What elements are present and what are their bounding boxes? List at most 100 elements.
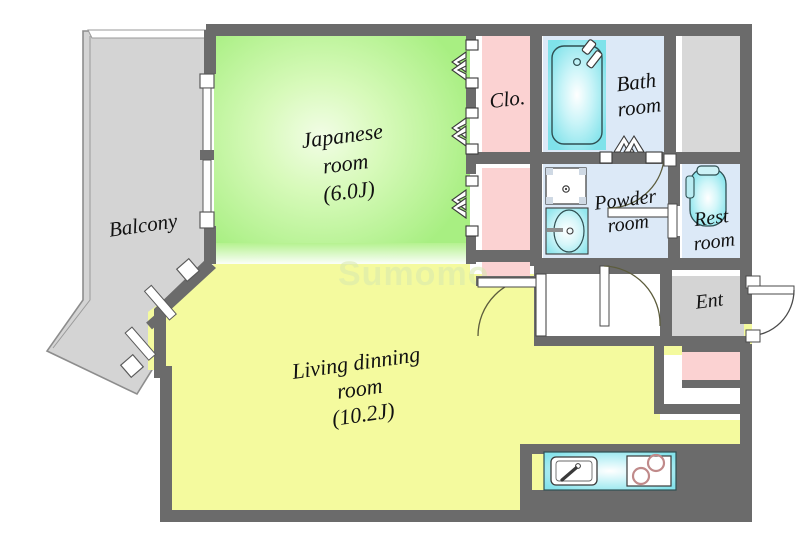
shoe-closet	[682, 352, 744, 382]
bath-fold-jamb-a	[599, 151, 613, 164]
wall-jp-right-b	[466, 86, 476, 108]
angled-door-jamb-top	[175, 257, 201, 283]
bath-fold-leaf-b	[623, 134, 645, 153]
rest-room-swing-door[interactable]	[667, 203, 678, 239]
hall-door-arc	[603, 265, 661, 327]
balcony-sliding-door-upper[interactable]	[199, 73, 215, 229]
hall-door-leaf	[599, 265, 610, 327]
wall-closet-right-lower	[530, 160, 542, 266]
living-room-swing-door[interactable]	[477, 273, 547, 337]
wall-corridor-bottom	[654, 404, 750, 414]
bath-room-folding-door[interactable]	[599, 134, 663, 164]
fold-bot-leaf-b	[451, 196, 467, 220]
wall-kitchen-top	[520, 444, 750, 454]
japanese-room-floor	[214, 32, 470, 264]
wm-dial	[562, 185, 570, 193]
fold-mid-jamb	[465, 107, 479, 119]
angled-door-jamb-bottom	[119, 353, 145, 379]
wm-corner-tr	[579, 168, 586, 175]
kitchen-faucet	[560, 466, 578, 482]
wall-angled-living	[154, 259, 216, 378]
rest-door-leaf	[667, 203, 678, 239]
entrance-floor	[668, 276, 744, 344]
fold-top-leaf-b	[451, 58, 467, 82]
fold-bot-jamb	[465, 175, 479, 187]
fold-mid-leaf-b	[451, 124, 467, 148]
wall-closet-divider	[476, 152, 536, 164]
wall-right-upper	[740, 24, 752, 324]
wall-jp-left-bottom	[204, 226, 216, 264]
angled-panel-b	[124, 326, 157, 361]
entrance-swing-door[interactable]	[745, 275, 795, 343]
room-japanese	[214, 32, 470, 264]
label-bath-room-line1: Bath	[615, 68, 657, 97]
sliding-panel-a	[202, 87, 212, 153]
wall-closet-right	[530, 30, 542, 160]
label-closet: Clo.	[488, 85, 526, 113]
wall-jp-right-c	[466, 152, 476, 174]
label-entrance: Ent	[693, 288, 725, 313]
wall-bottom	[160, 510, 752, 522]
vanity-faucet	[547, 228, 563, 232]
kitchen-counter	[543, 451, 677, 491]
wall-hall-bottom	[534, 336, 664, 346]
angled-panel-a	[143, 284, 177, 321]
label-rest-room: Rest room	[692, 205, 736, 255]
toilet-side	[685, 175, 695, 199]
closet-upper	[482, 36, 530, 154]
powder-door-arc	[607, 159, 665, 209]
wall-shoe-closet-bottom	[682, 380, 744, 388]
sliding-door-jamb-top	[199, 73, 215, 89]
toilet-tank	[696, 165, 720, 176]
ent-door-arc	[747, 289, 795, 337]
wall-ent-left	[660, 270, 672, 344]
wall-kitchen-base	[520, 490, 752, 512]
wall-ent-bottom	[654, 336, 750, 346]
wall-rest-top	[672, 152, 746, 164]
fold-mid-jamb2	[465, 143, 479, 155]
vanity-sink-icon	[545, 207, 589, 255]
vanity-drain	[566, 227, 574, 235]
powder-door-jamb	[663, 153, 677, 167]
kitchen-sink-drain	[575, 463, 581, 469]
fold-bot-jamb2	[465, 225, 479, 237]
washing-machine-icon	[545, 167, 587, 205]
angled-door-mullion	[146, 313, 163, 330]
stove-burner-front	[631, 466, 651, 486]
shower-head-icon	[581, 39, 603, 69]
closet-lower	[482, 168, 530, 252]
wall-left-living	[160, 366, 172, 516]
walls	[154, 24, 752, 522]
stove-burner-back	[646, 453, 666, 473]
shower-head-spout	[581, 39, 597, 55]
wall-rest-bottom	[668, 258, 748, 270]
balcony-sliding-door-lower[interactable]	[119, 257, 201, 379]
sliding-door-mullion	[200, 150, 214, 160]
fold-top-jamb	[465, 39, 479, 51]
wall-jp-right-a	[466, 36, 476, 40]
living-door-head	[477, 277, 537, 288]
japanese-room-folding-door-mid[interactable]	[451, 107, 479, 155]
wall-shoe-closet-top	[682, 344, 744, 352]
sliding-panel-b	[202, 159, 212, 219]
watermark: Sumomo	[338, 255, 489, 293]
living-door-leaf	[535, 273, 547, 337]
bath-fold-jamb-b	[645, 151, 663, 164]
hall-swing-door[interactable]	[599, 265, 661, 327]
wall-bath-right	[664, 30, 676, 160]
japanese-room-folding-door-bottom[interactable]	[451, 175, 479, 237]
japanese-room-fade	[214, 243, 470, 264]
label-bath-room-line2: room	[616, 92, 662, 121]
wall-top	[206, 24, 752, 36]
wall-jp-left-top	[204, 30, 216, 74]
japanese-room-folding-door-top[interactable]	[451, 39, 479, 89]
sliding-door-jamb-bottom	[199, 211, 215, 229]
label-powder-room-line2: room	[606, 210, 650, 237]
shower-head-handle	[586, 50, 603, 69]
balcony-inner-edge	[52, 36, 91, 349]
label-powder-room: Powder room	[592, 185, 658, 237]
shaft-area	[682, 36, 744, 154]
balcony-rail-top	[87, 29, 209, 39]
